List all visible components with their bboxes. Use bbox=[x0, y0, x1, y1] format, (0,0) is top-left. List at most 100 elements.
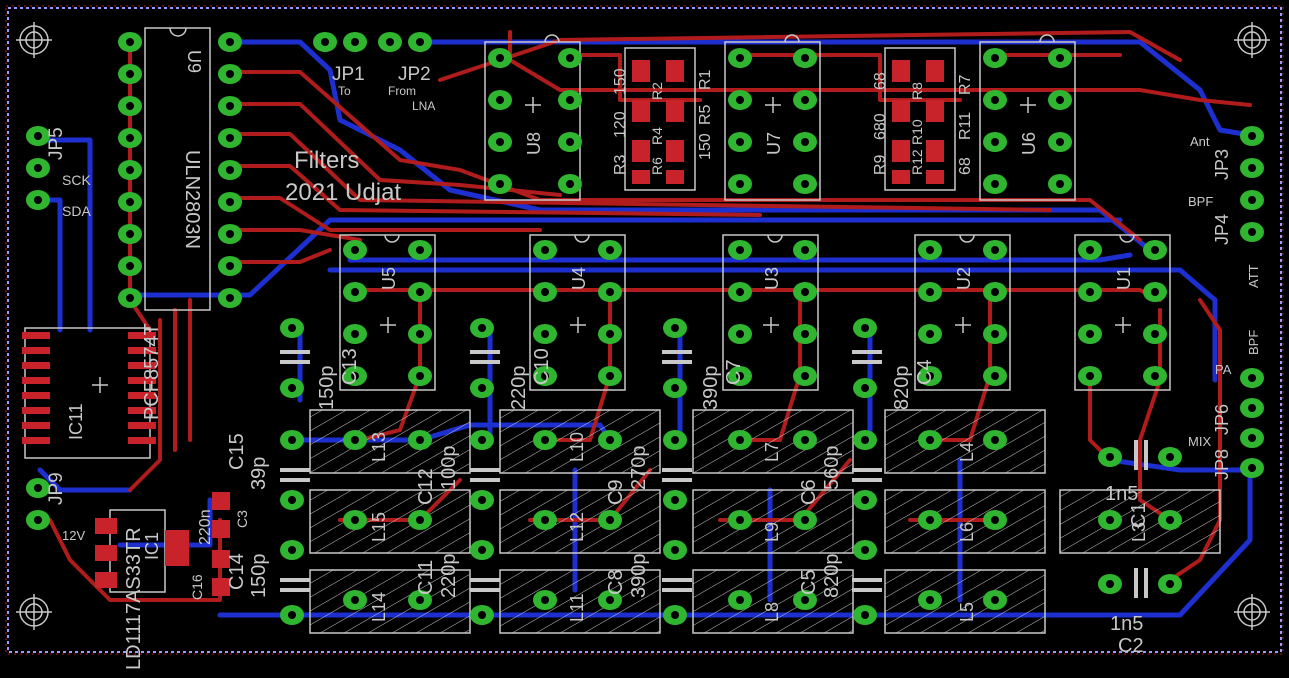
c2-val: 1n5 bbox=[1110, 613, 1143, 635]
drill-hole bbox=[926, 372, 934, 380]
drill-hole bbox=[288, 436, 296, 444]
l12-ref: L12 bbox=[567, 512, 587, 542]
drill-hole bbox=[801, 330, 809, 338]
drill-hole bbox=[566, 180, 574, 188]
c12-ref: C12 bbox=[415, 468, 437, 505]
drill-hole bbox=[926, 596, 934, 604]
drill-hole bbox=[288, 324, 296, 332]
drill-hole bbox=[478, 546, 486, 554]
drill-hole bbox=[1248, 404, 1256, 412]
drill-hole bbox=[1151, 288, 1159, 296]
drill-hole bbox=[606, 372, 614, 380]
ic1-part: LD1117AS33TR bbox=[123, 527, 145, 670]
drill-hole bbox=[1248, 196, 1256, 204]
drill-hole bbox=[991, 330, 999, 338]
drill-hole bbox=[861, 611, 869, 619]
c13-val: 150p bbox=[316, 366, 338, 411]
l13-ref: L13 bbox=[369, 432, 389, 462]
drill-hole bbox=[1106, 516, 1114, 524]
drill-hole bbox=[126, 198, 134, 206]
r5-ref: R5 bbox=[697, 104, 714, 125]
drill-hole bbox=[416, 288, 424, 296]
drill-hole bbox=[736, 330, 744, 338]
drill-hole bbox=[926, 246, 934, 254]
drill-hole bbox=[1056, 96, 1064, 104]
c13-ref: C13 bbox=[339, 348, 361, 385]
drill-hole bbox=[801, 246, 809, 254]
r1-ref: R1 bbox=[697, 69, 714, 90]
drill-hole bbox=[991, 436, 999, 444]
u2-ref: U2 bbox=[954, 267, 974, 290]
c1-val: 1n5 bbox=[1105, 483, 1138, 505]
ic11-part: PCF8574T bbox=[141, 323, 163, 420]
drill-hole bbox=[496, 180, 504, 188]
drill-hole bbox=[34, 484, 42, 492]
drill-hole bbox=[606, 516, 614, 524]
r9-ref: R9 bbox=[872, 154, 889, 175]
drill-hole bbox=[566, 138, 574, 146]
c9-ref: C9 bbox=[605, 479, 627, 505]
board-outline-copper bbox=[5, 5, 1284, 655]
drill-hole bbox=[801, 372, 809, 380]
drill-hole bbox=[1151, 330, 1159, 338]
drill-hole bbox=[351, 516, 359, 524]
c6-val: 560p bbox=[821, 446, 843, 491]
drill-hole bbox=[671, 436, 679, 444]
inductor-bodies bbox=[309, 409, 1221, 634]
drill-hole bbox=[416, 330, 424, 338]
drill-hole bbox=[541, 516, 549, 524]
drill-hole bbox=[801, 54, 809, 62]
drill-hole bbox=[991, 180, 999, 188]
drill-hole bbox=[496, 96, 504, 104]
jp9-12v: 12V bbox=[62, 528, 85, 543]
ic11-ref: IC11 bbox=[66, 403, 86, 440]
drill-hole bbox=[801, 180, 809, 188]
c5-ref: C5 bbox=[798, 569, 820, 595]
drill-hole bbox=[926, 516, 934, 524]
r-val-150a: 150 bbox=[612, 68, 629, 95]
drill-hole bbox=[801, 138, 809, 146]
u8-ref: U8 bbox=[524, 132, 544, 155]
c9-val: 270p bbox=[628, 446, 650, 491]
drill-hole bbox=[541, 436, 549, 444]
drill-hole bbox=[1106, 453, 1114, 461]
drill-hole bbox=[861, 324, 869, 332]
drill-hole bbox=[126, 134, 134, 142]
drill-hole bbox=[1056, 138, 1064, 146]
c10-ref: C10 bbox=[531, 348, 553, 385]
u4-ref: U4 bbox=[569, 267, 589, 290]
u9-part: ULN2803N bbox=[181, 150, 203, 249]
drill-hole bbox=[288, 384, 296, 392]
drill-hole bbox=[861, 496, 869, 504]
drill-hole bbox=[736, 436, 744, 444]
drill-hole bbox=[351, 436, 359, 444]
r12-ref: R12 bbox=[909, 149, 925, 175]
c10-val: 220p bbox=[508, 366, 530, 411]
jp8-mix: MIX bbox=[1188, 434, 1211, 449]
r2-ref: R2 bbox=[649, 82, 665, 100]
drill-hole bbox=[226, 198, 234, 206]
drill-hole bbox=[351, 38, 359, 46]
drill-hole bbox=[126, 70, 134, 78]
drill-hole bbox=[1056, 54, 1064, 62]
c15-val: 39p bbox=[248, 457, 270, 490]
l11-ref: L11 bbox=[567, 593, 587, 622]
drill-hole bbox=[541, 372, 549, 380]
drill-hole bbox=[126, 262, 134, 270]
drill-hole bbox=[671, 324, 679, 332]
l10-ref: L10 bbox=[567, 432, 587, 462]
l8-ref: L8 bbox=[762, 602, 782, 622]
drill-hole bbox=[1248, 464, 1256, 472]
drill-hole bbox=[991, 372, 999, 380]
c1-ref: C1 bbox=[1128, 502, 1150, 528]
drill-hole bbox=[736, 96, 744, 104]
u3-ref: U3 bbox=[762, 267, 782, 290]
drill-hole bbox=[1106, 580, 1114, 588]
jp2-note: From bbox=[388, 84, 416, 98]
r-val-68a: 68 bbox=[872, 72, 889, 90]
c11-ref: C11 bbox=[415, 560, 437, 595]
jp5-sck: SCK bbox=[62, 172, 91, 188]
jp1-note: To bbox=[338, 84, 351, 98]
drill-hole bbox=[496, 54, 504, 62]
